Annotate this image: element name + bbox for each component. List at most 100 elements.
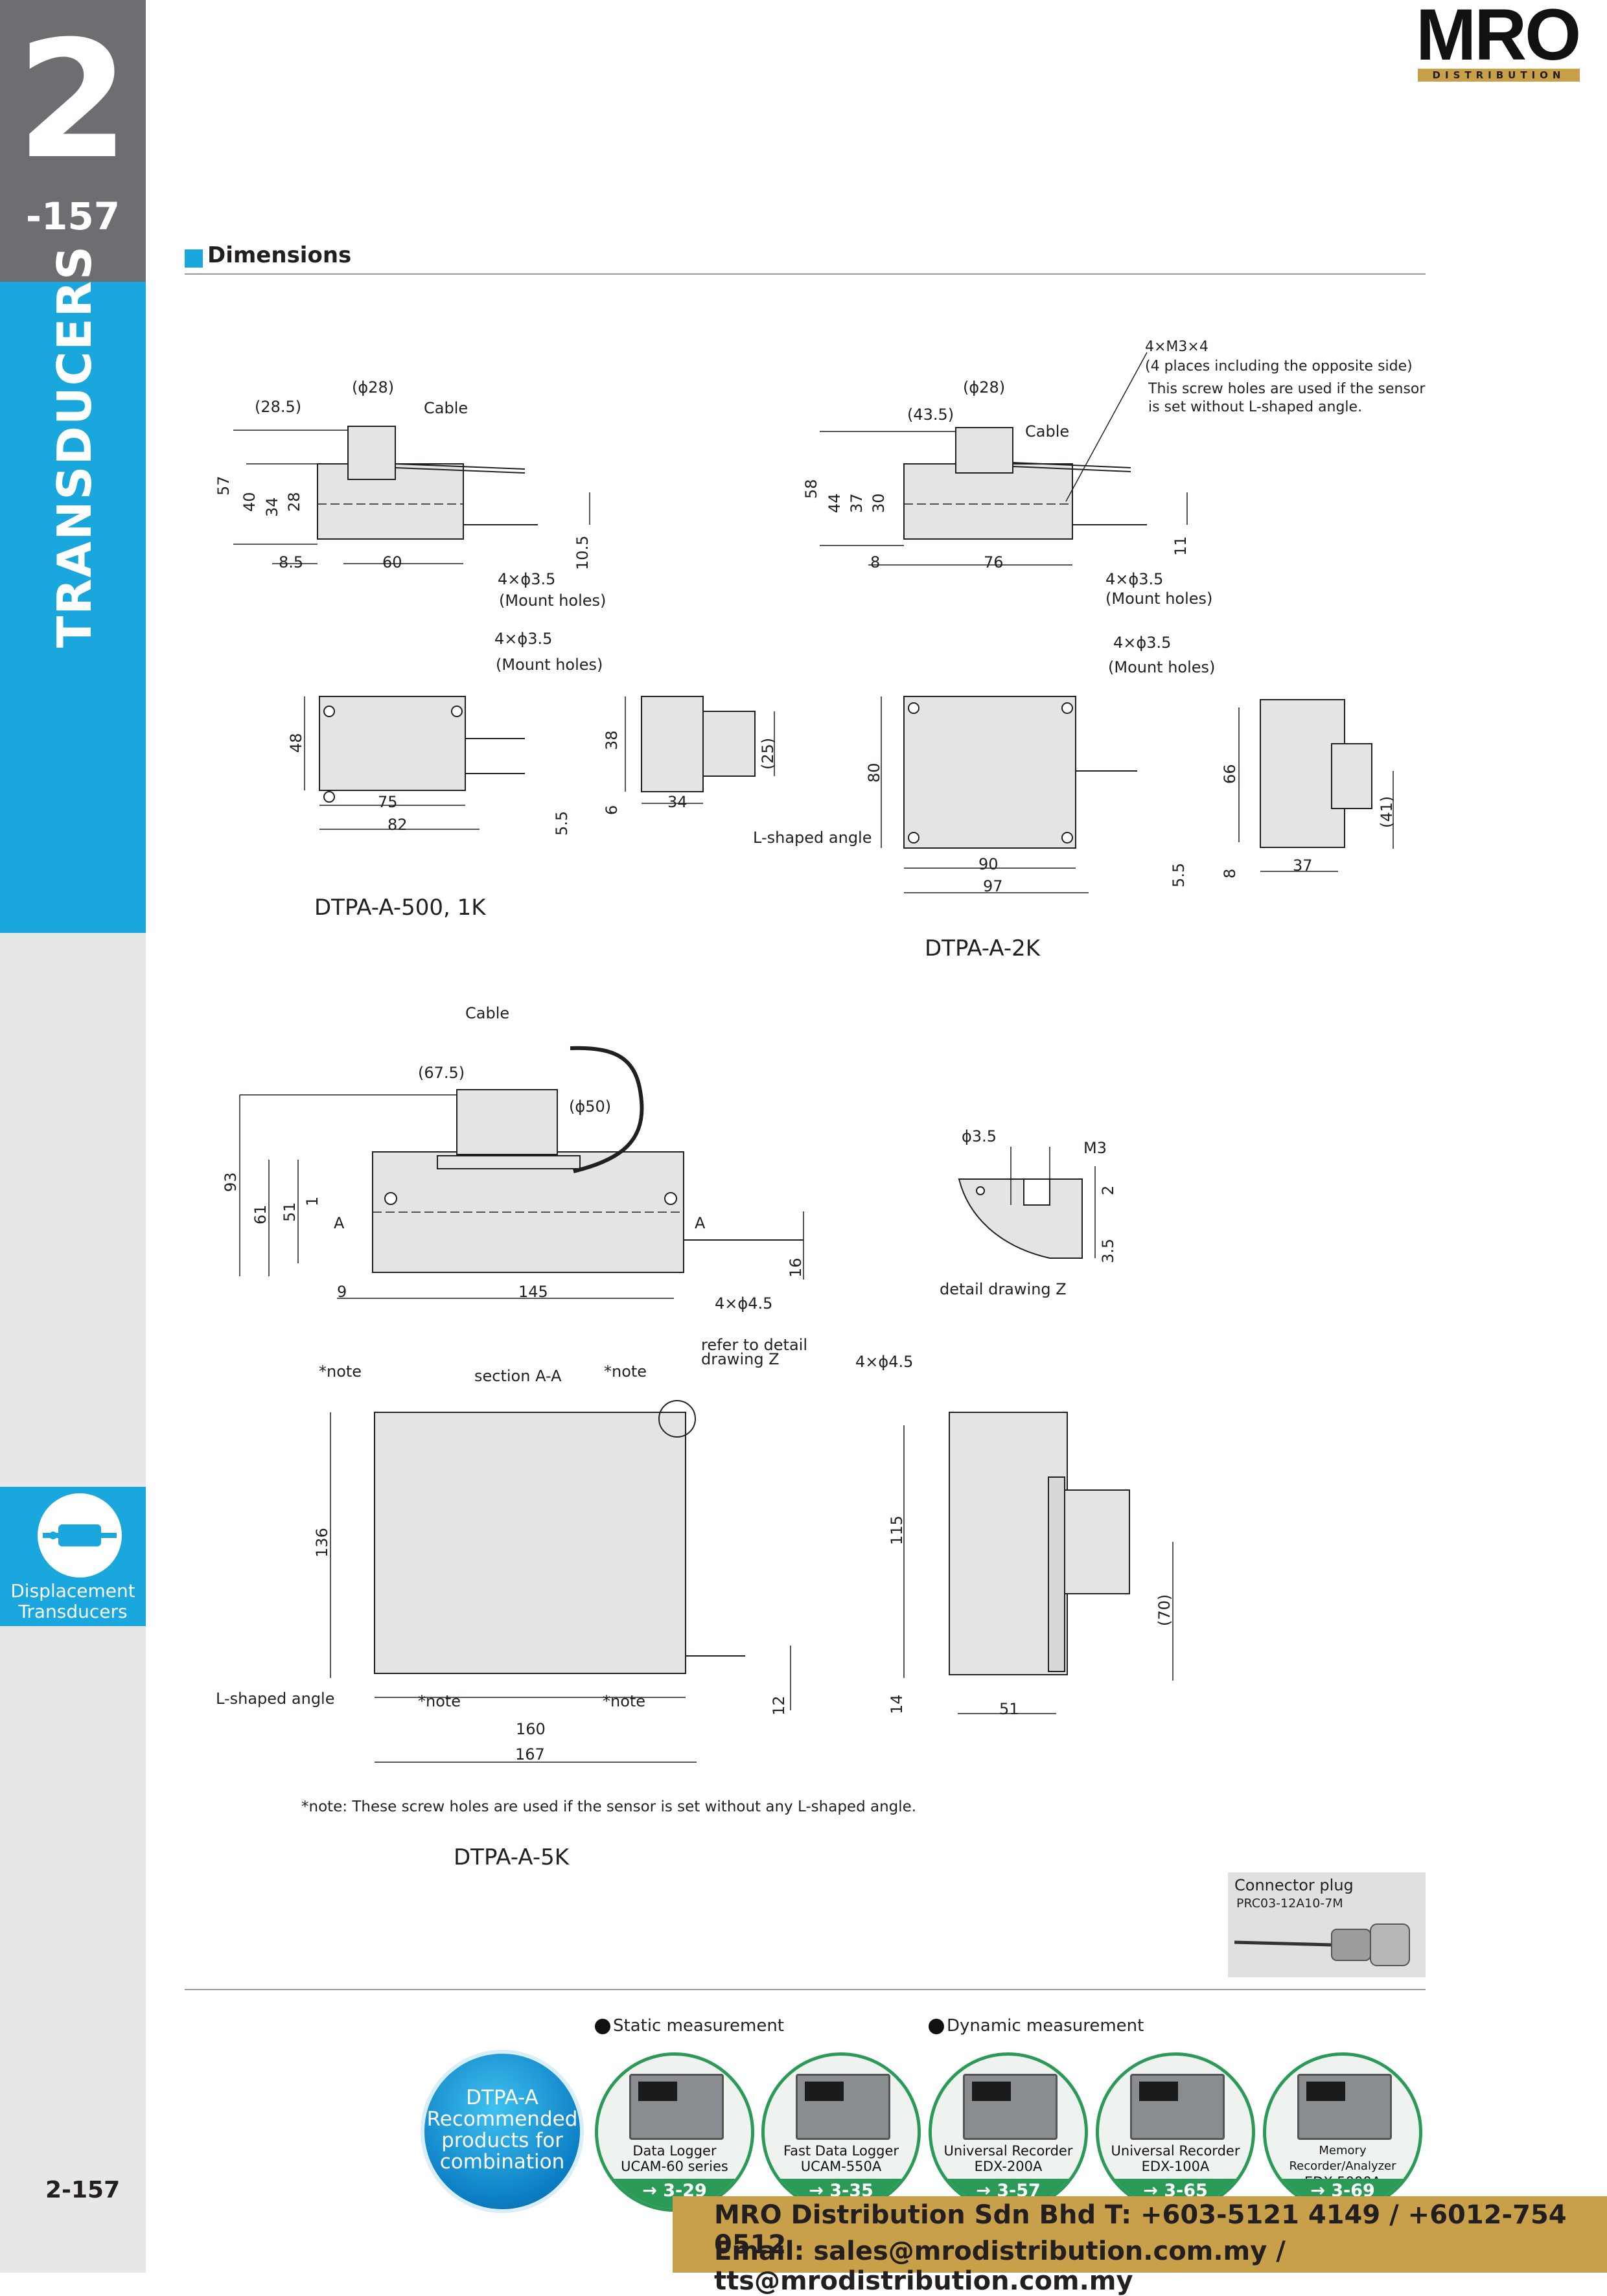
note-text: is set without L-shaped angle. — [1148, 399, 1362, 415]
product-display — [638, 2082, 677, 2101]
plan-label: *note — [603, 1692, 645, 1710]
recommend-line3: products for — [441, 2129, 563, 2152]
chapter-page: -157 — [25, 194, 121, 238]
bullet-icon — [595, 2018, 610, 2034]
product-name: Fast Data Logger — [783, 2143, 899, 2159]
dim-label: 16 — [787, 1257, 805, 1278]
side-label: 51 — [999, 1700, 1019, 1718]
plan-label: 167 — [515, 1745, 545, 1763]
dimension-drawings: (28.5) (ϕ28) Cable 57 40 34 28 8.5 60 10… — [214, 339, 1426, 1870]
dim-label: (41) — [1378, 796, 1396, 828]
dim-label: (43.5) — [907, 406, 954, 424]
dim-label: 93 — [222, 1172, 240, 1192]
dim-label: (28.5) — [255, 398, 301, 416]
product-model: UCAM-550A — [800, 2159, 882, 2174]
detail-label: ϕ3.5 — [962, 1127, 997, 1145]
page-number: 2-157 — [45, 2177, 121, 2203]
dim-label: 66 — [1221, 764, 1239, 784]
product-name: Universal Recorder — [1111, 2143, 1240, 2159]
contact-line2: Email: sales@mrodistribution.com.my / tt… — [714, 2236, 1286, 2296]
plan-label: 160 — [516, 1720, 546, 1738]
dim-label: Cable — [1025, 422, 1069, 441]
dim-label: 90 — [978, 855, 999, 873]
dim-label: 28 — [285, 492, 303, 512]
dim-label: 34 — [667, 793, 688, 811]
model-label: DTPA-A-5K — [454, 1844, 570, 1870]
dim-label: 58 — [802, 479, 820, 499]
product-name: Universal Recorder — [943, 2143, 1073, 2159]
sidebar-section-block — [0, 282, 146, 933]
dim-label: (ϕ28) — [963, 378, 1005, 396]
dynamic-measurement-label: Dynamic measurement — [929, 2016, 1144, 2036]
dim-label: (Mount holes) — [499, 591, 606, 610]
contact-footer — [673, 2196, 1607, 2273]
dim-label: 10.5 — [573, 536, 592, 570]
recommend-badge: DTPA-A Recommended products for combinat… — [424, 2054, 580, 2209]
side-label: 14 — [888, 1694, 906, 1714]
dim-label: (Mount holes) — [1108, 658, 1215, 676]
dim-label: (Mount holes) — [496, 656, 603, 674]
chapter-number: 2 — [16, 6, 130, 194]
detail-label: detail drawing Z — [940, 1280, 1067, 1298]
dim-label: 1 — [303, 1197, 321, 1206]
footnote: *note: These screw holes are used if the… — [301, 1798, 916, 1815]
dim-label: 37 — [1293, 856, 1313, 875]
page-title: Dimensions — [207, 242, 352, 268]
product-display — [805, 2082, 844, 2101]
dim-label: Cable — [424, 399, 468, 417]
connector-part: PRC03-12A10-7M — [1236, 1896, 1343, 1911]
detail-label: M3 — [1083, 1139, 1107, 1157]
model-label: DTPA-A-500, 1K — [314, 895, 487, 921]
dim-label: 9 — [337, 1283, 347, 1301]
dim-label: 5.5 — [1170, 863, 1188, 888]
dim-label: (67.5) — [418, 1064, 465, 1082]
dim-label: 4×ϕ3.5 — [1113, 634, 1171, 652]
dim-label: (ϕ50) — [569, 1097, 611, 1116]
logo-subtitle: DISTRIBUTION — [1418, 69, 1580, 82]
dim-label: 6 — [603, 805, 621, 815]
dim-label: 4×ϕ4.5 — [715, 1294, 772, 1313]
dim-label: 8.5 — [279, 553, 303, 571]
plan-label: refer to detail — [701, 1336, 807, 1354]
dim-label: A — [695, 1214, 706, 1232]
connector-plug-icon — [1234, 1923, 1410, 1966]
dim-label: 37 — [848, 493, 866, 513]
dim-label: 4×ϕ3.5 — [1105, 570, 1163, 588]
product-name: Memory Recorder/Analyzer — [1289, 2144, 1396, 2173]
dim-label: 80 — [865, 763, 883, 783]
header-divider — [185, 273, 1426, 275]
dim-label: L-shaped angle — [753, 829, 872, 847]
dim-label: 82 — [387, 816, 408, 834]
dim-label: 60 — [382, 553, 402, 571]
bottom-divider — [185, 1989, 1426, 1990]
plan-label: L-shaped angle — [216, 1690, 334, 1708]
contact-line1: MRO Distribution Sdn Bhd T: +603-5121 41… — [714, 2200, 1567, 2260]
dynamic-measurement-text: Dynamic measurement — [947, 2016, 1144, 2036]
side-label: 4×ϕ4.5 — [855, 1353, 913, 1371]
note-text: 4×M3×4 — [1145, 339, 1208, 355]
logo-brand: MRO — [1416, 0, 1581, 75]
dim-label: 11 — [1172, 536, 1190, 556]
recommend-line1: DTPA-A — [466, 2086, 538, 2109]
dim-label: 57 — [214, 476, 233, 496]
category-line1: Displacement — [10, 1580, 135, 1601]
plan-label: *note — [604, 1362, 647, 1381]
recommend-line4: combination — [439, 2150, 565, 2174]
dim-label: (Mount holes) — [1105, 590, 1212, 608]
static-measurement-label: Static measurement — [595, 2016, 784, 2036]
detail-label: 3.5 — [1099, 1239, 1117, 1263]
dim-label: 40 — [240, 492, 259, 512]
product-edx-5000a[interactable]: Memory Recorder/AnalyzerEDX-5000A → 3-69 — [1263, 2052, 1422, 2212]
category-label: Displacement Transducers — [0, 1581, 146, 1622]
product-model: EDX-200A — [974, 2159, 1043, 2174]
dim-label: 48 — [287, 733, 305, 753]
detail-label: 2 — [1099, 1186, 1117, 1195]
dim-label: 30 — [870, 493, 888, 513]
dim-label: 8 — [1221, 869, 1239, 878]
product-display — [972, 2082, 1011, 2101]
plan-label: drawing Z — [701, 1350, 780, 1368]
